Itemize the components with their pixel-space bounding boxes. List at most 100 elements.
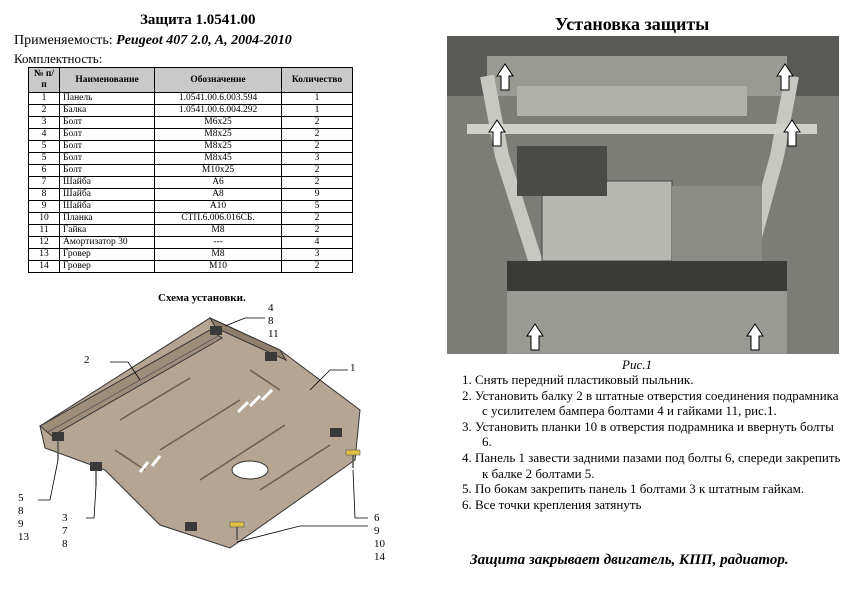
- cell-number: 13: [28, 248, 60, 261]
- completeness-label: Комплектность:: [14, 51, 103, 66]
- table-header-row: № п/п Наименование Обозначение Количеств…: [28, 67, 353, 93]
- cell-quantity: 2: [281, 224, 353, 237]
- cell-number: 7: [28, 176, 60, 189]
- step-item: 2. Установить балку 2 в штатные отверсти…: [462, 387, 839, 419]
- callout-group-bottom-left: 5 8 9 13: [18, 492, 29, 544]
- cell-designation: M10x25: [154, 164, 282, 177]
- column-header-designation: Обозначение: [154, 67, 282, 93]
- cell-name: Болт: [59, 140, 155, 153]
- callout-number: 13: [18, 531, 29, 543]
- column-header-quantity: Количество: [281, 67, 353, 93]
- skid-plate-drawing: [39, 316, 361, 549]
- cell-number: 8: [28, 188, 60, 201]
- cell-name: Болт: [59, 128, 155, 141]
- cell-designation: M8x25: [154, 140, 282, 153]
- step-item: 1. Снять передний пластиковый пыльник.: [462, 372, 694, 387]
- cell-number: 3: [28, 116, 60, 129]
- cell-name: Шайба: [59, 188, 155, 201]
- cell-quantity: 2: [281, 116, 353, 129]
- callout-number: 7: [62, 525, 68, 537]
- cell-quantity: 5: [281, 200, 353, 213]
- cell-designation: A10: [154, 200, 282, 213]
- installation-diagram: [38, 316, 368, 549]
- cell-number: 12: [28, 236, 60, 249]
- callout-number: 8: [18, 505, 24, 517]
- installation-title: Установка защиты: [555, 14, 710, 34]
- cell-name: Гровер: [59, 260, 155, 273]
- cell-quantity: 2: [281, 176, 353, 189]
- cell-number: 11: [28, 224, 60, 237]
- cell-number: 1: [28, 92, 60, 105]
- cell-quantity: 2: [281, 128, 353, 141]
- cell-number: 6: [28, 164, 60, 177]
- cell-quantity: 9: [281, 188, 353, 201]
- cell-number: 5: [28, 152, 60, 165]
- cell-designation: ---: [154, 236, 282, 249]
- cell-name: Балка: [59, 104, 155, 117]
- cell-number: 9: [28, 200, 60, 213]
- leader-lines: [38, 317, 368, 543]
- step-item: 6. Все точки крепления затянуть: [462, 496, 642, 512]
- column-header-name: Наименование: [59, 67, 155, 93]
- step-item: 4. Панель 1 завести задними пазами под б…: [462, 449, 841, 481]
- cell-quantity: 4: [281, 236, 353, 249]
- cell-name: Амортизатор 30: [59, 236, 155, 249]
- cell-quantity: 2: [281, 260, 353, 273]
- cell-designation: A8: [154, 188, 282, 201]
- callout-number: 8: [62, 538, 68, 550]
- cell-name: Гровер: [59, 248, 155, 261]
- callout-number: 6: [374, 512, 380, 524]
- cell-designation: M6x25: [154, 116, 282, 129]
- cell-quantity: 2: [281, 164, 353, 177]
- step-item: 3. Установить планки 10 в отверстия подр…: [462, 418, 834, 450]
- callout-group-top-right: 4 8 11: [268, 302, 279, 341]
- cell-designation: 1.0541.00.6.003.594: [154, 92, 282, 105]
- applicability-line: Применяемость: Peugeot 407 2.0, A, 2004-…: [14, 33, 292, 49]
- coverage-note: Защита закрывает двигатель, КПП, радиато…: [470, 552, 789, 568]
- cell-designation: M8: [154, 248, 282, 261]
- cell-number: 5: [28, 140, 60, 153]
- cell-quantity: 2: [281, 140, 353, 153]
- applicability-model: Peugeot 407 2.0, A, 2004-2010: [116, 33, 292, 48]
- cell-name: Шайба: [59, 200, 155, 213]
- cell-name: Болт: [59, 164, 155, 177]
- cell-designation: M8x25: [154, 128, 282, 141]
- callout-number: 9: [18, 518, 24, 530]
- callout-number: 8: [268, 315, 274, 327]
- cell-number: 10: [28, 212, 60, 225]
- figure-caption: Рис.1: [622, 357, 652, 372]
- cell-number: 2: [28, 104, 60, 117]
- cell-name: Панель: [59, 92, 155, 105]
- callout-number: 4: [268, 302, 274, 314]
- cell-quantity: 2: [281, 212, 353, 225]
- cell-designation: M8: [154, 224, 282, 237]
- callout-group-bottom-middle: 3 7 8: [62, 512, 68, 551]
- callout-number: 14: [374, 551, 385, 563]
- callout-number: 11: [268, 328, 279, 340]
- cell-name: Шайба: [59, 176, 155, 189]
- cell-quantity: 3: [281, 248, 353, 261]
- callout-number: 5: [18, 492, 24, 504]
- engine-bay-photo: [447, 36, 839, 354]
- callout-group-bottom-right: 6 9 10 14: [374, 512, 385, 564]
- callout-1: 1: [350, 362, 356, 374]
- cell-number: 4: [28, 128, 60, 141]
- cell-name: Болт: [59, 152, 155, 165]
- cell-designation: A6: [154, 176, 282, 189]
- cell-designation: M10: [154, 260, 282, 273]
- cell-quantity: 3: [281, 152, 353, 165]
- cell-quantity: 1: [281, 104, 353, 117]
- step-item: 5. По бокам закрепить панель 1 болтами 3…: [462, 481, 805, 497]
- cell-name: Планка: [59, 212, 155, 225]
- cell-designation: СТП.6.006.016СБ.: [154, 212, 282, 225]
